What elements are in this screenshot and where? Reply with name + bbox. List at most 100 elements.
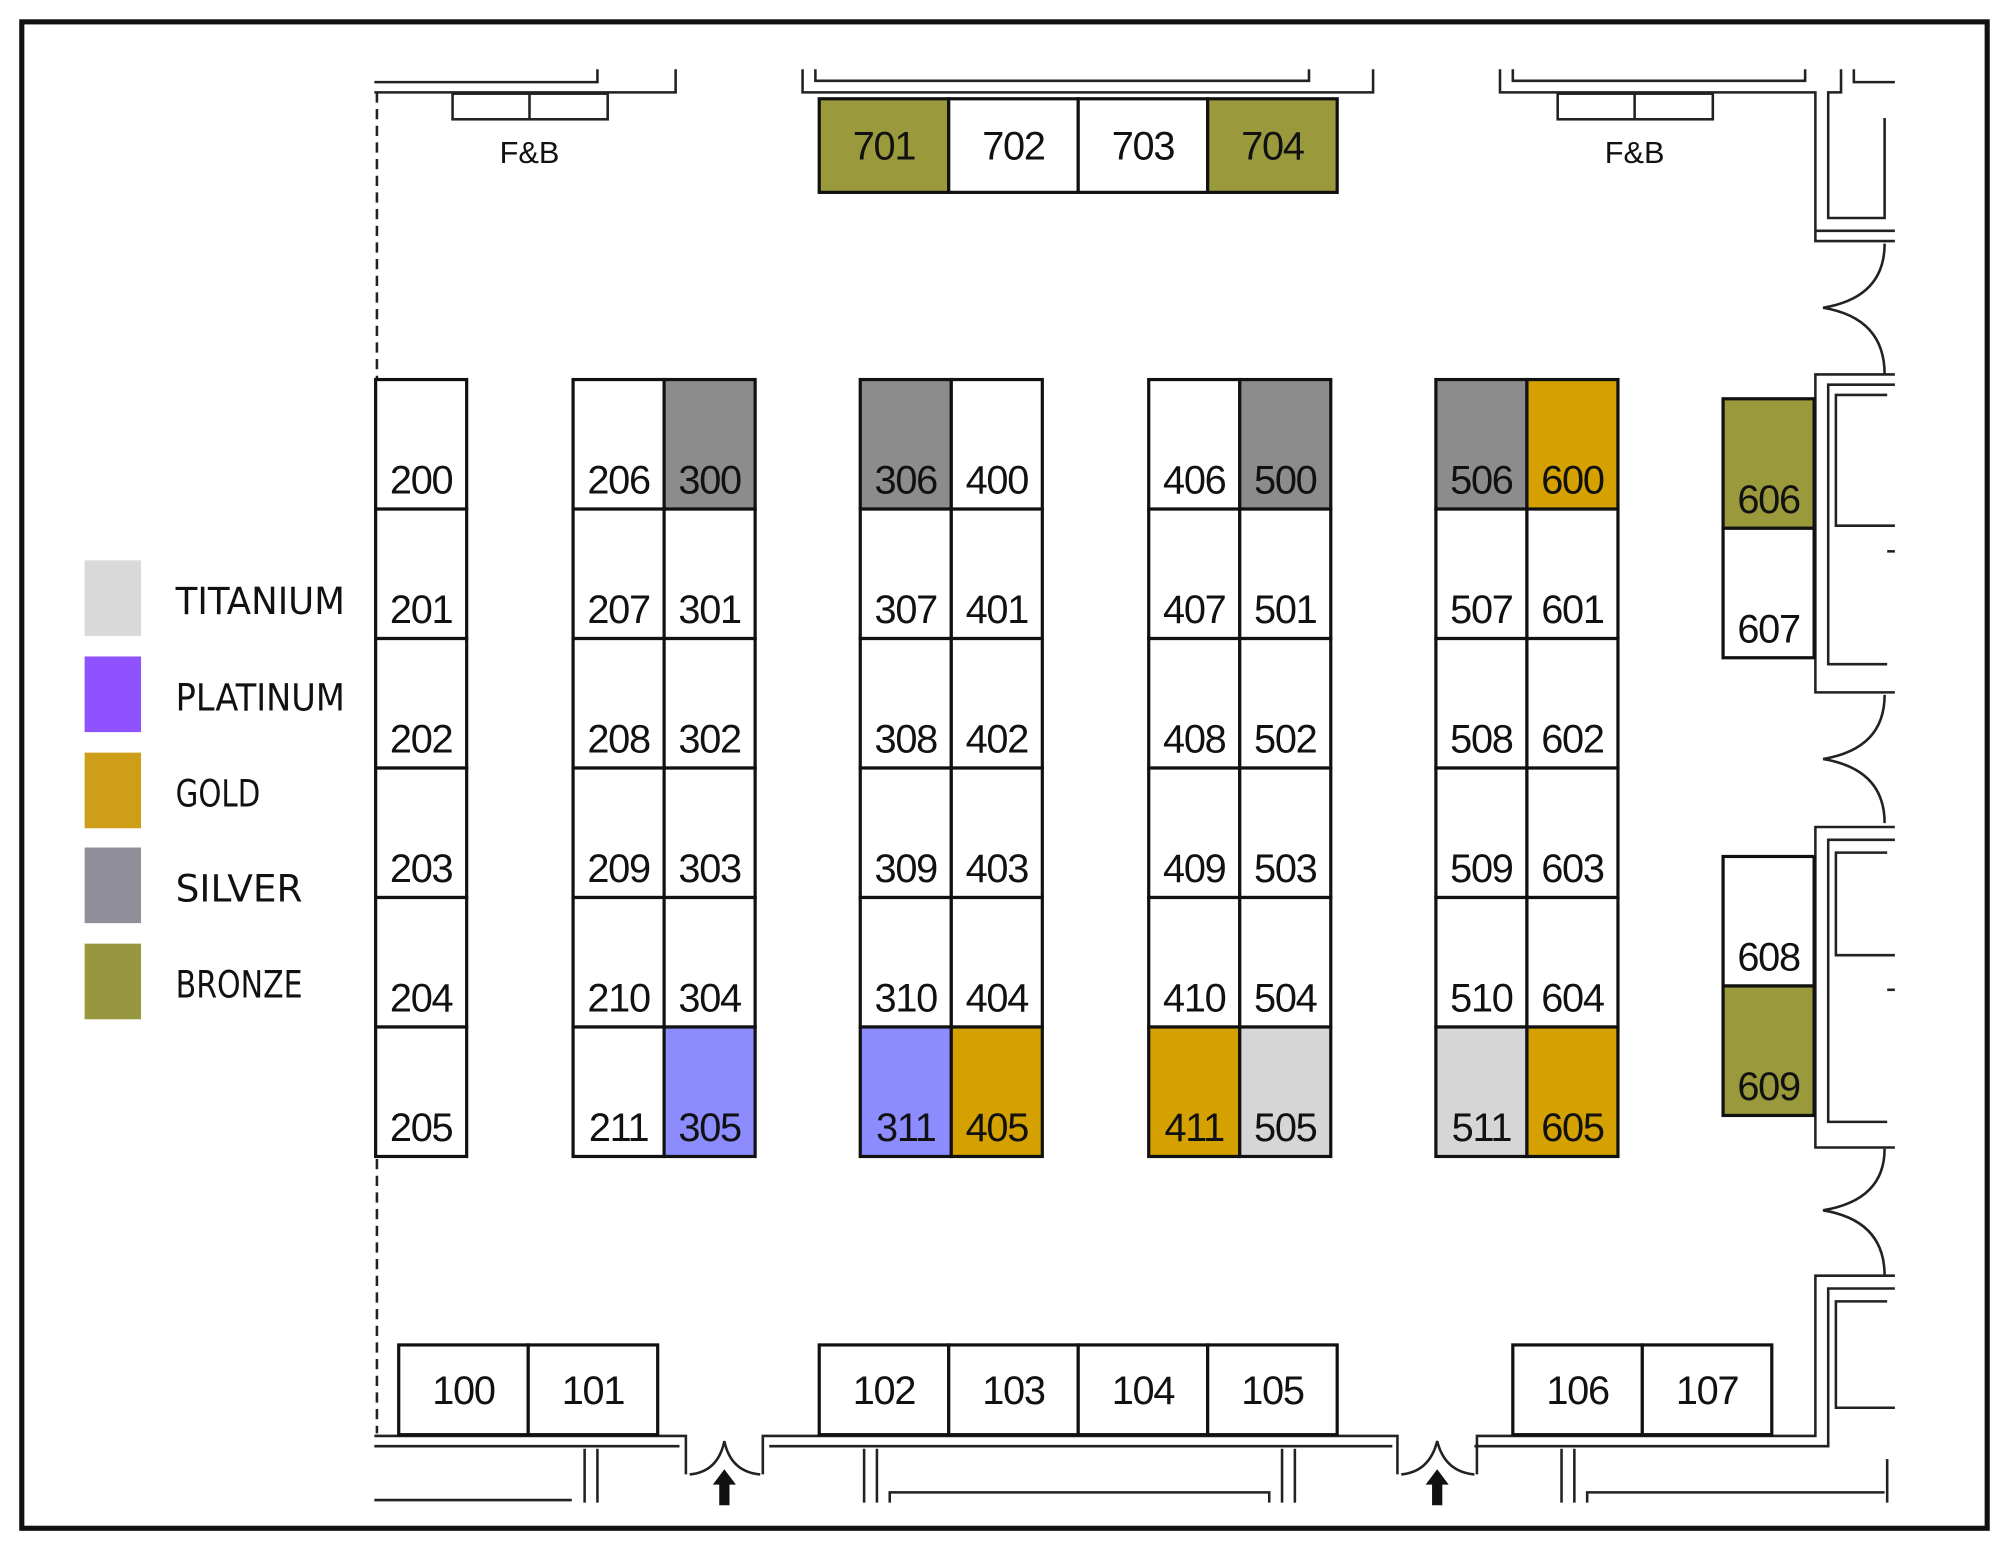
booth-506[interactable]: 506 <box>1434 377 1529 511</box>
booth-406[interactable]: 406 <box>1147 377 1242 511</box>
booth-407[interactable]: 407 <box>1147 507 1242 641</box>
booth-cell[interactable] <box>1721 526 1816 660</box>
booth-cell[interactable] <box>949 895 1044 1029</box>
booth-cell[interactable] <box>1525 766 1620 900</box>
booth-cell[interactable] <box>858 1025 953 1159</box>
booth-602[interactable]: 602 <box>1525 636 1620 770</box>
booth-cell[interactable] <box>947 97 1080 194</box>
booth-cell[interactable] <box>1238 507 1333 641</box>
booth-211[interactable]: 211 <box>571 1025 666 1159</box>
booth-cell[interactable] <box>1525 1025 1620 1159</box>
booth-cell[interactable] <box>571 636 666 770</box>
booth-207[interactable]: 207 <box>571 507 666 641</box>
booth-cell[interactable] <box>949 766 1044 900</box>
booth-cell[interactable] <box>662 377 757 511</box>
booth-107[interactable]: 107 <box>1640 1343 1774 1437</box>
booth-403[interactable]: 403 <box>949 766 1044 900</box>
booth-cell[interactable] <box>1238 1025 1333 1159</box>
booth-cell[interactable] <box>858 766 953 900</box>
booth-cell[interactable] <box>526 1343 660 1437</box>
booth-408[interactable]: 408 <box>1147 636 1242 770</box>
booth-cell[interactable] <box>662 895 757 1029</box>
booth-607[interactable]: 607 <box>1721 526 1816 660</box>
booth-cell[interactable] <box>1238 377 1333 511</box>
booth-504[interactable]: 504 <box>1238 895 1333 1029</box>
booth-604[interactable]: 604 <box>1525 895 1620 1029</box>
booth-411[interactable]: 411 <box>1147 1025 1242 1159</box>
booth-106[interactable]: 106 <box>1511 1343 1644 1437</box>
booth-201[interactable]: 201 <box>374 507 469 641</box>
booth-509[interactable]: 509 <box>1434 766 1529 900</box>
booth-301[interactable]: 301 <box>662 507 757 641</box>
booth-cell[interactable] <box>1076 1343 1210 1437</box>
booth-209[interactable]: 209 <box>571 766 666 900</box>
booth-cell[interactable] <box>662 1025 757 1159</box>
booth-204[interactable]: 204 <box>374 895 469 1029</box>
booth-cell[interactable] <box>1721 984 1816 1118</box>
booth-703[interactable]: 703 <box>1076 97 1210 194</box>
booth-409[interactable]: 409 <box>1147 766 1242 900</box>
booth-cell[interactable] <box>1721 397 1816 530</box>
booth-603[interactable]: 603 <box>1525 766 1620 900</box>
booth-101[interactable]: 101 <box>526 1343 660 1437</box>
booth-202[interactable]: 202 <box>374 636 469 770</box>
booth-103[interactable]: 103 <box>947 1343 1080 1437</box>
booth-cell[interactable] <box>374 377 469 511</box>
booth-410[interactable]: 410 <box>1147 895 1242 1029</box>
booth-105[interactable]: 105 <box>1206 1343 1339 1437</box>
booth-100[interactable]: 100 <box>397 1343 530 1437</box>
booth-400[interactable]: 400 <box>949 377 1044 511</box>
booth-cell[interactable] <box>1434 1025 1529 1159</box>
booth-309[interactable]: 309 <box>858 766 953 900</box>
booth-609[interactable]: 609 <box>1721 984 1816 1118</box>
booth-702[interactable]: 702 <box>947 97 1080 194</box>
booth-cell[interactable] <box>1076 97 1210 194</box>
booth-cell[interactable] <box>1434 636 1529 770</box>
booth-205[interactable]: 205 <box>374 1025 469 1159</box>
booth-cell[interactable] <box>1525 895 1620 1029</box>
booth-cell[interactable] <box>817 1343 951 1437</box>
booth-502[interactable]: 502 <box>1238 636 1333 770</box>
booth-306[interactable]: 306 <box>858 377 953 511</box>
booth-cell[interactable] <box>374 636 469 770</box>
booth-cell[interactable] <box>662 766 757 900</box>
booth-507[interactable]: 507 <box>1434 507 1529 641</box>
booth-601[interactable]: 601 <box>1525 507 1620 641</box>
booth-308[interactable]: 308 <box>858 636 953 770</box>
booth-210[interactable]: 210 <box>571 895 666 1029</box>
booth-cell[interactable] <box>1147 507 1242 641</box>
booth-508[interactable]: 508 <box>1434 636 1529 770</box>
booth-402[interactable]: 402 <box>949 636 1044 770</box>
booth-cell[interactable] <box>1206 97 1339 194</box>
booth-cell[interactable] <box>949 507 1044 641</box>
booth-510[interactable]: 510 <box>1434 895 1529 1029</box>
booth-cell[interactable] <box>662 507 757 641</box>
booth-203[interactable]: 203 <box>374 766 469 900</box>
booth-206[interactable]: 206 <box>571 377 666 511</box>
booth-404[interactable]: 404 <box>949 895 1044 1029</box>
booth-cell[interactable] <box>1525 377 1620 511</box>
booth-cell[interactable] <box>1147 1025 1242 1159</box>
booth-501[interactable]: 501 <box>1238 507 1333 641</box>
booth-311[interactable]: 311 <box>858 1025 953 1159</box>
booth-511[interactable]: 511 <box>1434 1025 1529 1159</box>
booth-704[interactable]: 704 <box>1206 97 1339 194</box>
booth-505[interactable]: 505 <box>1238 1025 1333 1159</box>
booth-cell[interactable] <box>949 636 1044 770</box>
booth-cell[interactable] <box>1511 1343 1644 1437</box>
booth-302[interactable]: 302 <box>662 636 757 770</box>
booth-102[interactable]: 102 <box>817 1343 951 1437</box>
booth-200[interactable]: 200 <box>374 377 469 511</box>
booth-cell[interactable] <box>949 1025 1044 1159</box>
booth-701[interactable]: 701 <box>817 97 951 194</box>
booth-503[interactable]: 503 <box>1238 766 1333 900</box>
booth-cell[interactable] <box>1525 507 1620 641</box>
booth-cell[interactable] <box>571 507 666 641</box>
booth-300[interactable]: 300 <box>662 377 757 511</box>
booth-cell[interactable] <box>1721 854 1816 988</box>
booth-401[interactable]: 401 <box>949 507 1044 641</box>
booth-500[interactable]: 500 <box>1238 377 1333 511</box>
booth-606[interactable]: 606 <box>1721 397 1816 530</box>
booth-cell[interactable] <box>571 895 666 1029</box>
booth-608[interactable]: 608 <box>1721 854 1816 988</box>
